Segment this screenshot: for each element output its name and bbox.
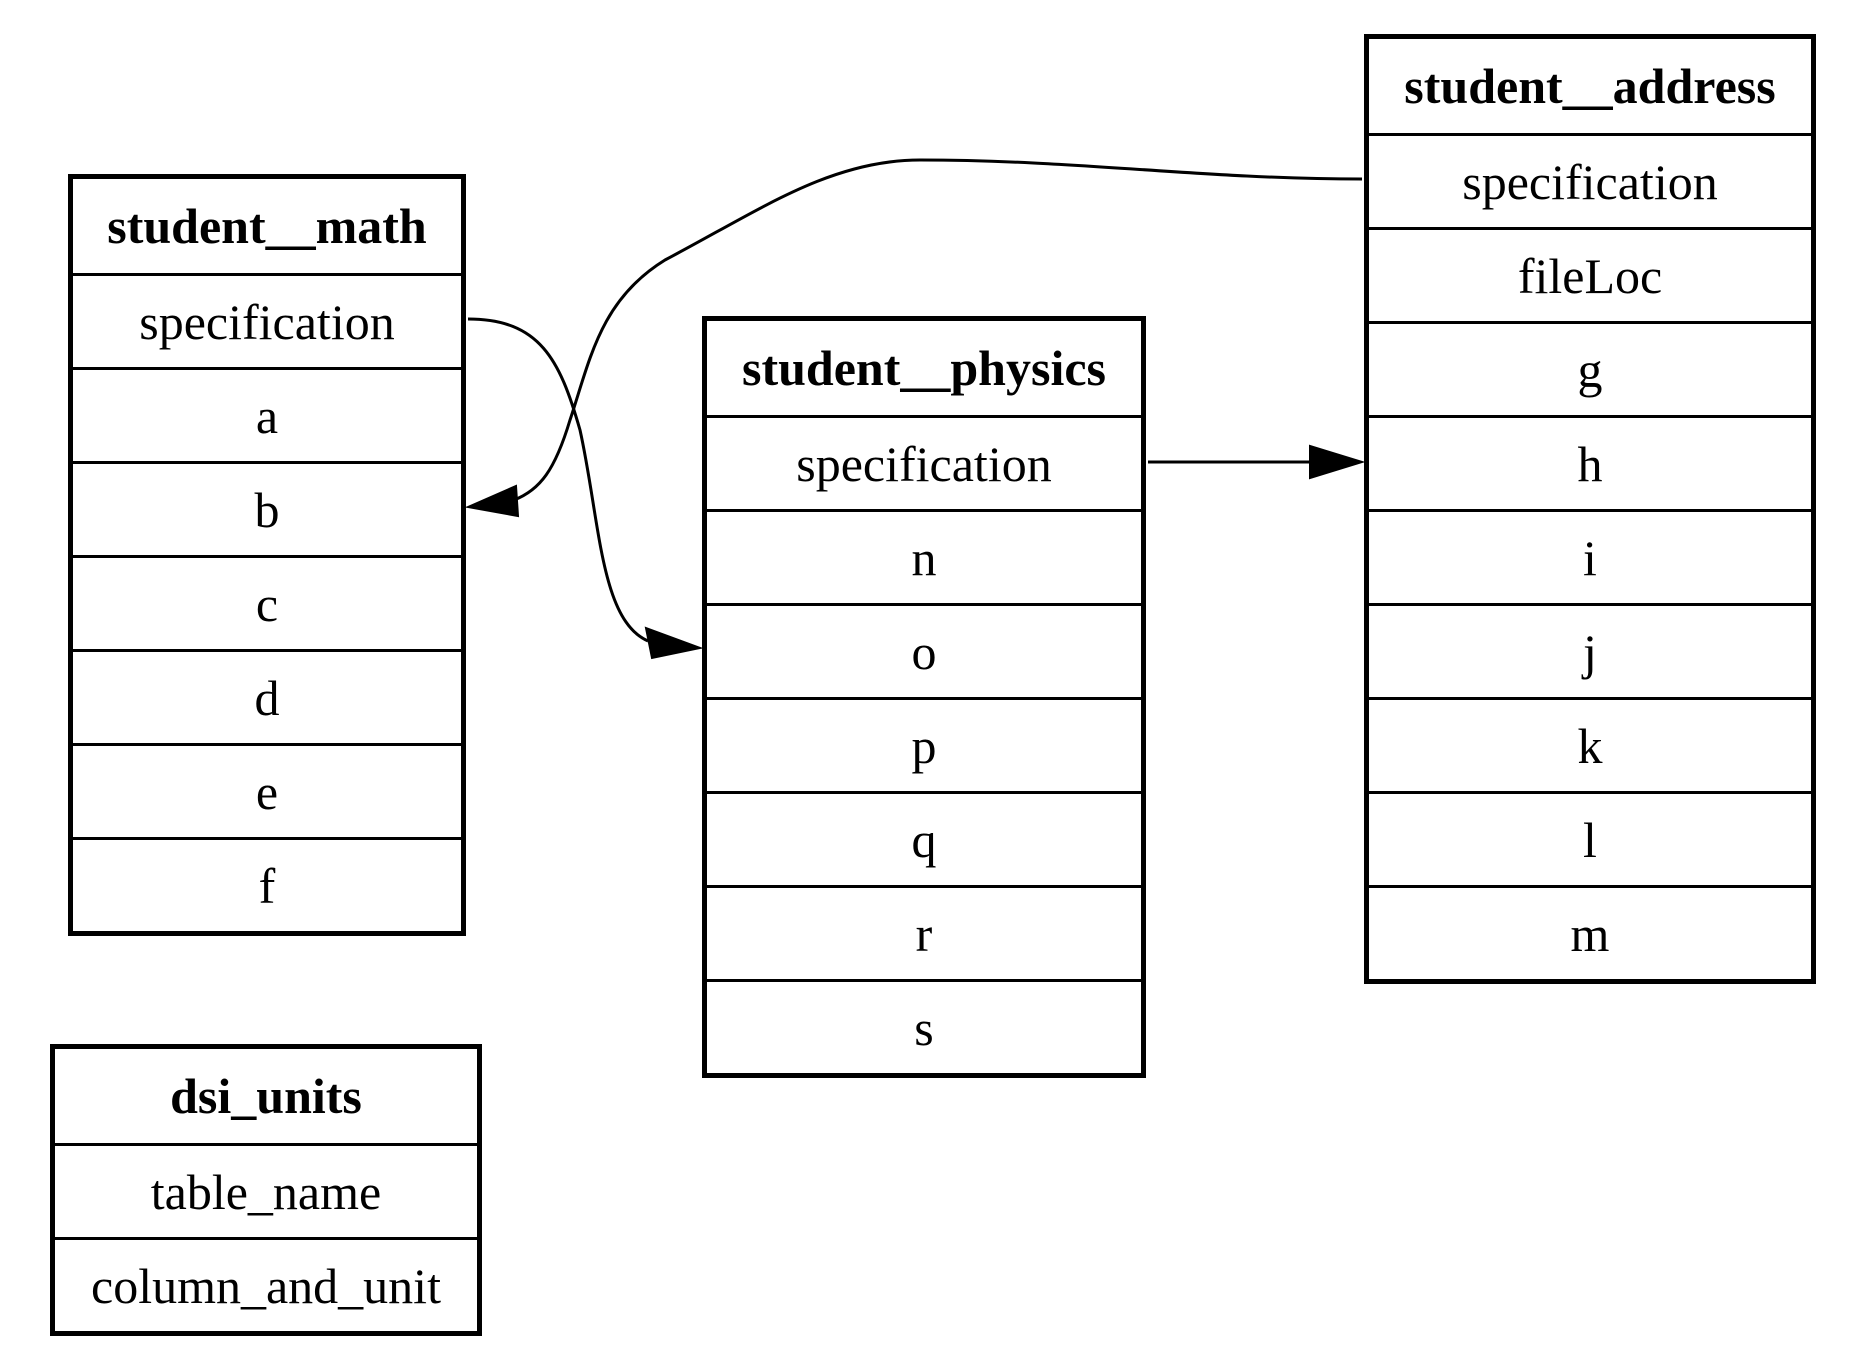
field-p: p xyxy=(707,697,1141,791)
field-specification: specification xyxy=(707,415,1141,509)
field-a: a xyxy=(73,367,461,461)
field-specification: specification xyxy=(1369,133,1811,227)
field-n: n xyxy=(707,509,1141,603)
field-l: l xyxy=(1369,791,1811,885)
field-b: b xyxy=(73,461,461,555)
table-student-address: student__address specification fileLoc g… xyxy=(1364,34,1816,984)
field-d: d xyxy=(73,649,461,743)
field-f: f xyxy=(73,837,461,931)
table-student-physics: student__physics specification n o p q r… xyxy=(702,316,1146,1078)
field-o: o xyxy=(707,603,1141,697)
table-title: student__address xyxy=(1404,58,1776,114)
field-i: i xyxy=(1369,509,1811,603)
field-e: e xyxy=(73,743,461,837)
field-s: s xyxy=(707,979,1141,1073)
arrowhead-math-b xyxy=(464,484,520,518)
edge-address-spec-to-math-b xyxy=(513,158,1363,502)
field-g: g xyxy=(1369,321,1811,415)
field-k: k xyxy=(1369,697,1811,791)
edge-math-spec-to-physics-o xyxy=(467,317,649,643)
table-student-math: student__math specification a b c d e f xyxy=(68,174,466,936)
field-column-and-unit: column_and_unit xyxy=(55,1237,477,1331)
field-specification: specification xyxy=(73,273,461,367)
field-fileloc: fileLoc xyxy=(1369,227,1811,321)
field-table-name: table_name xyxy=(55,1143,477,1237)
field-r: r xyxy=(707,885,1141,979)
arrowhead-physics-o xyxy=(644,626,704,660)
table-dsi-units: dsi_units table_name column_and_unit xyxy=(50,1044,482,1336)
field-m: m xyxy=(1369,885,1811,979)
table-title: student__physics xyxy=(742,340,1106,396)
field-j: j xyxy=(1369,603,1811,697)
field-c: c xyxy=(73,555,461,649)
table-title: dsi_units xyxy=(170,1068,362,1124)
table-title: student__math xyxy=(107,198,427,254)
field-q: q xyxy=(707,791,1141,885)
arrowhead-address-h xyxy=(1309,444,1366,480)
field-h: h xyxy=(1369,415,1811,509)
